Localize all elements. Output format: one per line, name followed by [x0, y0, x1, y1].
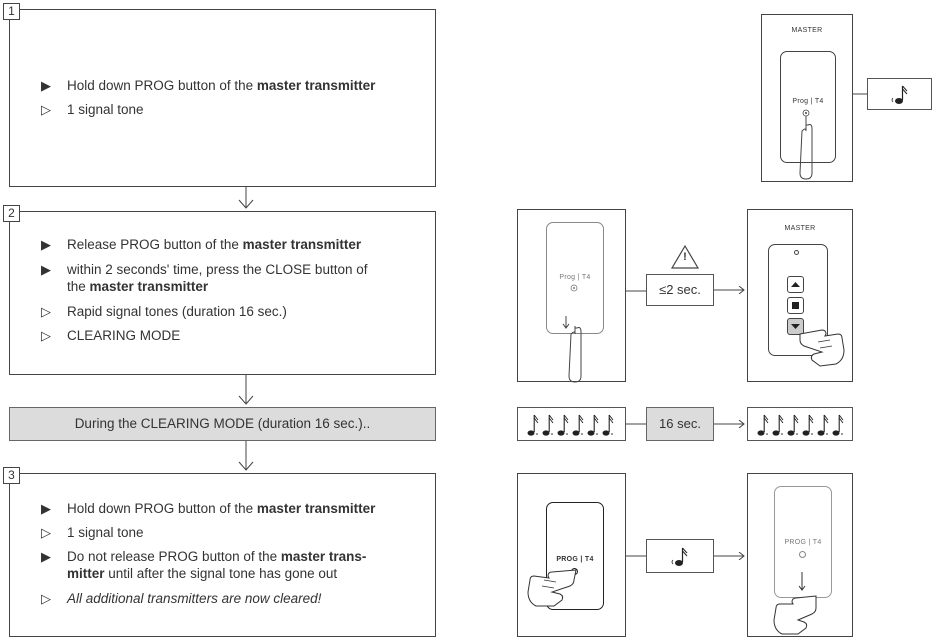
- note-icon: [772, 414, 784, 436]
- connector-line-1: [853, 93, 867, 95]
- filled-triangle-icon: ▶: [41, 78, 51, 93]
- signal-tone-box: [867, 78, 932, 110]
- note-icon: [832, 414, 844, 436]
- hand-release-icon: [773, 595, 817, 635]
- step-1-box: [9, 9, 436, 187]
- release-arrow-icon: [798, 572, 806, 591]
- duration-label: 16 sec.: [659, 416, 701, 431]
- release-prog-panel-2: PROG | T4: [747, 473, 853, 637]
- note-icon: [757, 414, 769, 436]
- filled-triangle-icon: ▶: [41, 501, 51, 516]
- prog-t4-label: Prog | T4: [792, 98, 824, 105]
- note-icon: [527, 414, 539, 436]
- step-3-box: [9, 473, 436, 637]
- open-triangle-icon: ▷: [41, 102, 51, 117]
- prog-t4-label: Prog | T4: [559, 274, 591, 281]
- rapid-tones-box-2: [747, 407, 853, 441]
- down-arrow-1: [238, 187, 254, 209]
- warning-mark: !: [683, 251, 687, 263]
- connector-line-4: [626, 555, 646, 557]
- up-button: [787, 276, 804, 293]
- timer-box: ≤2 sec.: [646, 274, 714, 306]
- release-prog-panel: Prog | T4: [517, 209, 626, 383]
- clearing-mode-bar: During the CLEARING MODE (duration 16 se…: [9, 407, 436, 441]
- note-icon: [602, 414, 614, 436]
- up-arrow-icon: [791, 282, 800, 287]
- prog-button-dot: [799, 551, 806, 558]
- transmitter-body: [774, 486, 832, 598]
- rapid-tones-icon: [757, 414, 844, 436]
- step-2-box: [9, 211, 436, 375]
- transmitter-body: [546, 222, 604, 334]
- open-triangle-icon: ▷: [41, 304, 51, 319]
- prog-t4-label: PROG | T4: [556, 556, 594, 563]
- open-triangle-icon: ▷: [41, 591, 51, 606]
- paperclip-icon: [562, 284, 582, 383]
- step-2-number: 2: [3, 205, 20, 222]
- note-icon: [587, 414, 599, 436]
- duration-box: 16 sec.: [646, 407, 714, 441]
- stop-square-icon: [792, 302, 799, 309]
- transmitter-body: [780, 51, 836, 163]
- step-1-number: 1: [3, 3, 20, 20]
- note-icon: [557, 414, 569, 436]
- hand-press-icon: [799, 329, 845, 367]
- filled-triangle-icon: ▶: [41, 549, 51, 564]
- paperclip-icon: [799, 109, 813, 180]
- filled-triangle-icon: ▶: [41, 237, 51, 252]
- rapid-tones-icon: [527, 414, 614, 436]
- hand-press-icon: [527, 569, 577, 607]
- led-indicator: [794, 250, 799, 255]
- connector-line-3: [626, 423, 646, 425]
- rapid-tones-box-1: [517, 407, 626, 441]
- prog-t4-label: PROG | T4: [784, 539, 822, 546]
- right-arrow-3: [714, 552, 745, 560]
- right-arrow-2: [714, 420, 745, 428]
- single-tone-icon: [891, 85, 908, 104]
- right-arrow-1: [714, 286, 745, 294]
- warning-icon: [670, 244, 700, 269]
- close-button: [787, 318, 804, 335]
- master-label: MASTER: [784, 225, 816, 232]
- down-arrow-2: [238, 375, 254, 405]
- master-label: MASTER: [791, 27, 823, 34]
- note-icon: [787, 414, 799, 436]
- stop-button: [787, 297, 804, 314]
- note-icon: [572, 414, 584, 436]
- connector-line-2: [626, 290, 646, 292]
- transmitter-body: [546, 502, 604, 610]
- down-arrow-icon: [791, 324, 800, 329]
- down-arrow-3: [238, 441, 254, 471]
- note-icon: [802, 414, 814, 436]
- filled-triangle-icon: ▶: [41, 262, 51, 277]
- single-tone-icon: [671, 547, 688, 566]
- press-prog-panel: PROG | T4: [517, 473, 626, 637]
- note-icon: [542, 414, 554, 436]
- note-icon: [817, 414, 829, 436]
- timer-label: ≤2 sec.: [659, 282, 701, 297]
- open-triangle-icon: ▷: [41, 525, 51, 540]
- signal-tone-box-2: [646, 539, 714, 573]
- step-3-number: 3: [3, 467, 20, 484]
- master-transmitter-prog-panel: MASTER Prog | T4: [761, 14, 853, 182]
- master-buttons-panel: MASTER: [747, 209, 853, 382]
- open-triangle-icon: ▷: [41, 328, 51, 343]
